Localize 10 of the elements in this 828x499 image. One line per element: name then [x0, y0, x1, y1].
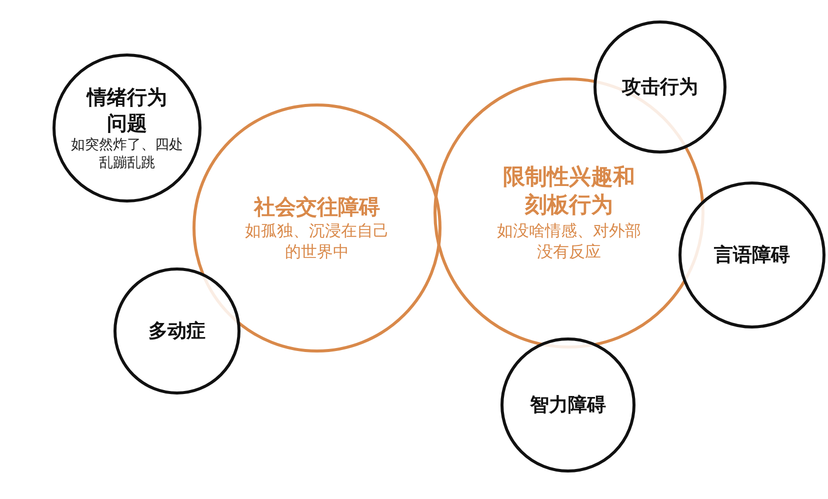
circle-heading: 限制性兴趣和刻板行为 [502, 164, 636, 220]
circle-heading: 智力障碍 [528, 392, 607, 418]
circle-description: 如孤独、沉浸在自己的世界中 [244, 220, 390, 262]
circle-description: 如没啥情感、对外部没有反应 [496, 220, 642, 262]
circle-heading: 言语障碍 [713, 242, 791, 268]
circle-heading: 多动症 [148, 318, 206, 344]
circle-heading: 攻击行为 [620, 74, 699, 100]
circle-heading: 情绪行为问题 [85, 84, 168, 136]
circle-description: 如突然炸了、四处乱蹦乱跳 [70, 136, 184, 172]
circle-heading: 社会交往障碍 [252, 194, 381, 221]
